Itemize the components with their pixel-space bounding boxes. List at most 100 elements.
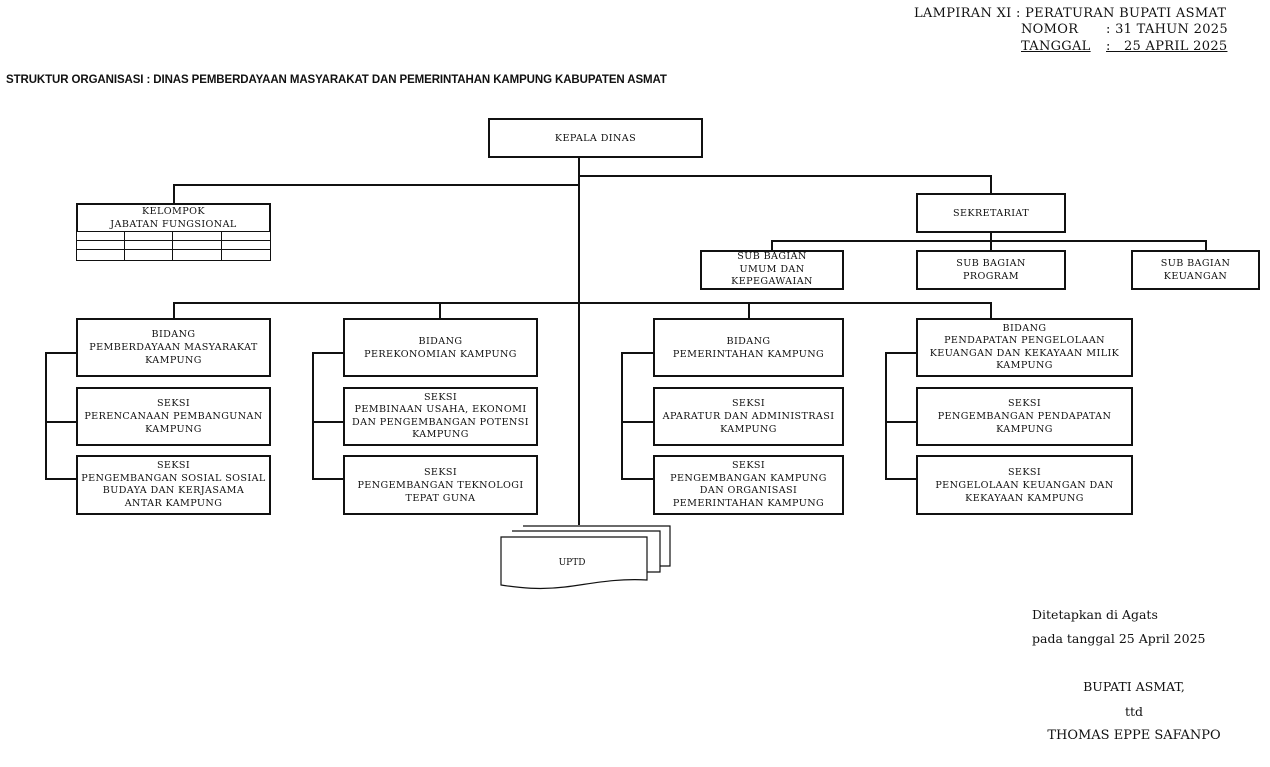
secretariat-label: SEKRETARIAT <box>953 207 1029 219</box>
division-box-1: BIDANG PEMBERDAYAAN MASYARAKAT KAMPUNG <box>76 318 271 377</box>
section-line: SEKSI <box>731 398 766 409</box>
functional-grid-cell <box>221 249 271 261</box>
signature-name: THOMAS EPPE SAFANPO <box>1047 728 1221 743</box>
signature-place: Ditetapkan di Agats <box>1032 607 1158 622</box>
section-line: PENGEMBANGAN KAMPUNG <box>670 472 827 484</box>
functional-group-line-2: JABATAN FUNGSIONAL <box>110 219 237 230</box>
division-line: KAMPUNG <box>996 360 1053 371</box>
division-box-4: BIDANG PENDAPATAN PENGELOLAAN KEUANGAN D… <box>916 318 1133 377</box>
section-line: KAMPUNG <box>145 424 202 435</box>
section-line: PEMERINTAHAN KAMPUNG <box>672 497 825 509</box>
head-box: KEPALA DINAS <box>488 118 703 158</box>
uptd-sheet-front <box>500 536 648 590</box>
division-line: PEMERINTAHAN KAMPUNG <box>672 348 825 360</box>
nomor-value: : 31 TAHUN 2025 <box>1106 22 1228 37</box>
signature-office: BUPATI ASMAT, <box>1083 679 1185 694</box>
connector-sub-drop-3 <box>1205 240 1207 251</box>
section-line: TEPAT GUNA <box>405 492 476 504</box>
functional-group-box: KELOMPOK JABATAN FUNGSIONAL <box>76 203 271 233</box>
bracket-col2 <box>312 352 314 480</box>
connector-functional <box>173 184 580 186</box>
uptd-label: UPTD <box>559 558 586 568</box>
sub-section-line: KEUANGAN <box>1163 271 1228 282</box>
section-box-4-1: SEKSI PENGEMBANGAN PENDAPATAN KAMPUNG <box>916 387 1133 446</box>
section-line: SEKSI <box>1007 398 1042 409</box>
division-line: BIDANG <box>1002 322 1047 334</box>
connector-secretariat <box>578 175 992 177</box>
functional-group-line-1: KELOMPOK <box>142 206 205 217</box>
sub-section-line: KEPEGAWAIAN <box>731 276 813 288</box>
section-box-2-1: SEKSI PEMBINAAN USAHA, EKONOMI DAN PENGE… <box>343 387 538 446</box>
section-line: PEMBINAAN USAHA, EKONOMI <box>354 404 527 415</box>
sub-section-line: UMUM DAN <box>739 263 805 275</box>
connector-division-bus <box>173 302 992 304</box>
sub-section-line: SUB BAGIAN <box>737 251 807 263</box>
page-title: STRUKTUR ORGANISASI : DINAS PEMBERDAYAAN… <box>6 74 667 86</box>
bracket-col1-c <box>45 478 77 480</box>
section-line: SEKSI <box>156 460 191 471</box>
division-line: BIDANG <box>726 335 771 347</box>
tanggal-value: : 25 APRIL 2025 <box>1106 39 1228 54</box>
connector-secretariat-drop <box>990 175 992 195</box>
section-line: DAN PENGEMBANGAN POTENSI <box>352 416 529 428</box>
section-line: PENGEMBANGAN TEKNOLOGI <box>357 479 524 491</box>
division-line: PENDAPATAN PENGELOLAAN <box>944 335 1105 346</box>
sub-section-line: SUB BAGIAN <box>1160 258 1231 269</box>
tanggal-label: TANGGAL <box>1021 39 1091 54</box>
secretariat-box: SEKRETARIAT <box>916 193 1066 233</box>
division-line: BIDANG <box>418 335 463 347</box>
section-line: KAMPUNG <box>720 424 777 435</box>
division-box-3: BIDANG PEMERINTAHAN KAMPUNG <box>653 318 844 377</box>
lampiran-label: LAMPIRAN XI : PERATURAN BUPATI ASMAT <box>914 6 1227 21</box>
section-line: PENGEMBANGAN SOSIAL SOSIAL <box>81 472 266 484</box>
section-box-4-2: SEKSI PENGELOLAAN KEUANGAN DAN KEKAYAAN … <box>916 455 1133 515</box>
signature-ttd: ttd <box>1124 704 1144 719</box>
section-line: PERENCANAAN PEMBANGUNAN <box>84 411 263 422</box>
section-line: KEKAYAAN KAMPUNG <box>965 492 1084 504</box>
bracket-col3 <box>621 352 623 480</box>
sub-section-line: SUB BAGIAN <box>956 258 1026 269</box>
division-line: BIDANG <box>151 329 196 340</box>
section-line: SEKSI <box>423 466 458 478</box>
section-line: SEKSI <box>423 391 458 403</box>
section-line: APARATUR DAN ADMINISTRASI <box>662 411 835 422</box>
sub-section-box-general: SUB BAGIAN UMUM DAN KEPEGAWAIAN <box>700 250 844 290</box>
section-line: KAMPUNG <box>412 429 469 440</box>
division-line: KEUANGAN DAN KEKAYAAN MILIK <box>929 347 1120 359</box>
section-line: BUDAYA DAN KERJASAMA <box>102 485 245 496</box>
connector-functional-drop <box>173 184 175 205</box>
connector-sub-bus <box>771 240 1207 242</box>
section-box-1-2: SEKSI PENGEMBANGAN SOSIAL SOSIAL BUDAYA … <box>76 455 271 515</box>
bracket-col3-c <box>621 478 654 480</box>
connector-division-drop-1 <box>173 302 175 319</box>
bracket-col2-b <box>312 421 344 423</box>
sub-section-line: PROGRAM <box>963 271 1019 282</box>
functional-grid-cell <box>124 249 174 261</box>
connector-sub-drop-1 <box>771 240 773 251</box>
section-line: SEKSI <box>1007 466 1042 478</box>
functional-grid-cell <box>76 249 126 261</box>
section-line: ANTAR KAMPUNG <box>124 497 223 509</box>
connector-division-drop-3 <box>748 302 750 319</box>
bracket-col1 <box>45 352 47 480</box>
signature-date: pada tanggal 25 April 2025 <box>1032 631 1206 646</box>
section-line: KAMPUNG <box>996 424 1053 435</box>
bracket-col4-c <box>885 478 917 480</box>
head-label: KEPALA DINAS <box>554 132 637 144</box>
section-box-3-1: SEKSI APARATUR DAN ADMINISTRASI KAMPUNG <box>653 387 844 446</box>
section-line: PENGELOLAAN KEUANGAN DAN <box>935 479 1114 491</box>
division-line: PEMBERDAYAAN MASYARAKAT <box>89 342 258 353</box>
division-box-2: BIDANG PEREKONOMIAN KAMPUNG <box>343 318 538 377</box>
trunk-line <box>578 157 580 525</box>
section-box-2-2: SEKSI PENGEMBANGAN TEKNOLOGI TEPAT GUNA <box>343 455 538 515</box>
section-line: SEKSI <box>731 460 766 471</box>
bracket-col4-b <box>885 421 917 423</box>
bracket-col3-b <box>621 421 654 423</box>
section-line: SEKSI <box>156 398 191 409</box>
bracket-col2-c <box>312 478 344 480</box>
uptd-document-stack: UPTD <box>500 525 671 590</box>
bracket-col4 <box>885 352 887 480</box>
bracket-col1-a <box>45 352 77 354</box>
bracket-col3-a <box>621 352 654 354</box>
section-box-1-1: SEKSI PERENCANAAN PEMBANGUNAN KAMPUNG <box>76 387 271 446</box>
